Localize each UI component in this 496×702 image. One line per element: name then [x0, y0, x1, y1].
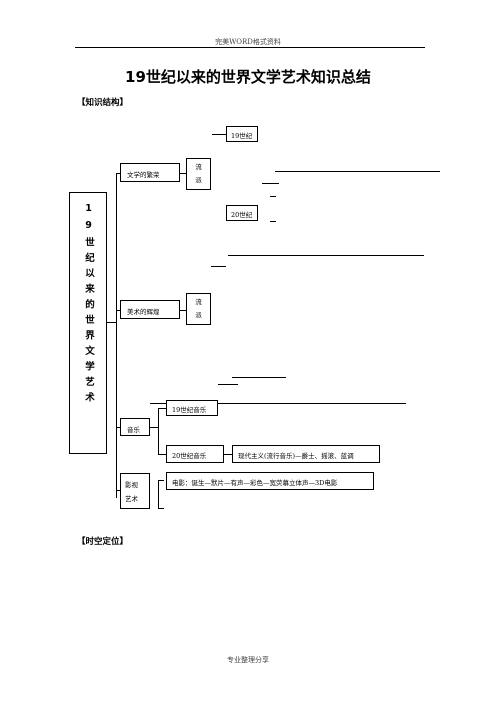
connector-music-19c [158, 408, 166, 409]
music-20c-label: 20世纪音乐 [172, 452, 207, 460]
page-footer: 专业整理分享 [227, 656, 269, 664]
literature-fill-line-5 [228, 255, 424, 256]
film-bracket-top [158, 480, 164, 481]
trunk-line [116, 173, 117, 498]
node-literature-19c: 19世纪 [226, 126, 258, 142]
literature-20c-label: 20世纪 [231, 211, 253, 219]
art-fill-line-2 [218, 384, 238, 385]
literature-fill-line-2 [262, 183, 279, 184]
node-film-label-bottom: 艺术 [125, 495, 138, 503]
literature-school-bottom: 派 [195, 176, 202, 184]
node-film: 影视 艺术 [120, 473, 150, 509]
node-music-20c-desc: 现代主义(流行音乐)—爵士、摇滚、蓝调 [232, 445, 380, 463]
connector-literature [116, 173, 120, 174]
node-literature-20c: 20世纪 [226, 205, 258, 221]
connector-literature-19c [212, 134, 226, 135]
section-structure-heading: 【知识结构】 [77, 98, 129, 108]
page-title: 19世纪以来的世界文学艺术知识总结 [125, 68, 371, 86]
node-music-19c: 19世纪音乐 [166, 400, 218, 416]
root-connector [107, 322, 117, 323]
connector-music-20c-desc [224, 454, 232, 455]
connector-film [116, 490, 120, 491]
node-literature-label: 文学的繁荣 [127, 171, 160, 179]
literature-fill-line-1 [275, 171, 440, 172]
connector-literature-school [180, 173, 186, 174]
film-desc-label: 电影：诞生—默片—有声—彩色—宽荧幕立体声—3D电影 [172, 479, 338, 487]
music-branch-line [158, 408, 159, 454]
art-school-top: 流 [195, 298, 202, 306]
connector-music-20c [158, 454, 166, 455]
connector-art [116, 310, 120, 311]
node-literature-school: 流 派 [186, 158, 211, 190]
node-art-label: 美术的辉煌 [127, 308, 160, 316]
node-film-desc: 电影：诞生—默片—有声—彩色—宽荧幕立体声—3D电影 [166, 472, 374, 490]
art-school-bottom: 派 [195, 311, 202, 319]
root-node-label: 19世纪以来的世界文学艺术 [83, 203, 94, 408]
node-art-school: 流 派 [186, 293, 211, 325]
literature-fill-line-6 [211, 266, 226, 267]
node-art: 美术的辉煌 [120, 300, 180, 319]
node-literature: 文学的繁荣 [120, 163, 180, 182]
film-bracket-bottom [158, 508, 164, 509]
music-branch-connector [150, 427, 158, 428]
film-bracket-line [158, 480, 159, 508]
music-19c-label: 19世纪音乐 [172, 406, 207, 414]
node-music-label: 音乐 [127, 426, 140, 434]
connector-music [116, 427, 120, 428]
art-fill-line-1 [232, 377, 286, 378]
header-rule [75, 47, 425, 48]
section-timeline-heading: 【时空定位】 [77, 537, 129, 547]
connector-art-school [180, 310, 186, 311]
music-20c-desc-label: 现代主义(流行音乐)—爵士、摇滚、蓝调 [238, 452, 354, 460]
literature-fill-line-4 [270, 221, 276, 222]
literature-school-top: 流 [195, 163, 202, 171]
page-header: 完美WORD格式资料 [215, 38, 281, 46]
music-fill-line [150, 403, 406, 404]
node-film-label-top: 影视 [125, 481, 138, 489]
literature-fill-line-3 [270, 196, 276, 197]
literature-19c-label: 19世纪 [231, 132, 253, 140]
node-music: 音乐 [120, 418, 150, 436]
node-music-20c: 20世纪音乐 [166, 445, 224, 463]
root-node: 19世纪以来的世界文学艺术 [69, 192, 107, 454]
